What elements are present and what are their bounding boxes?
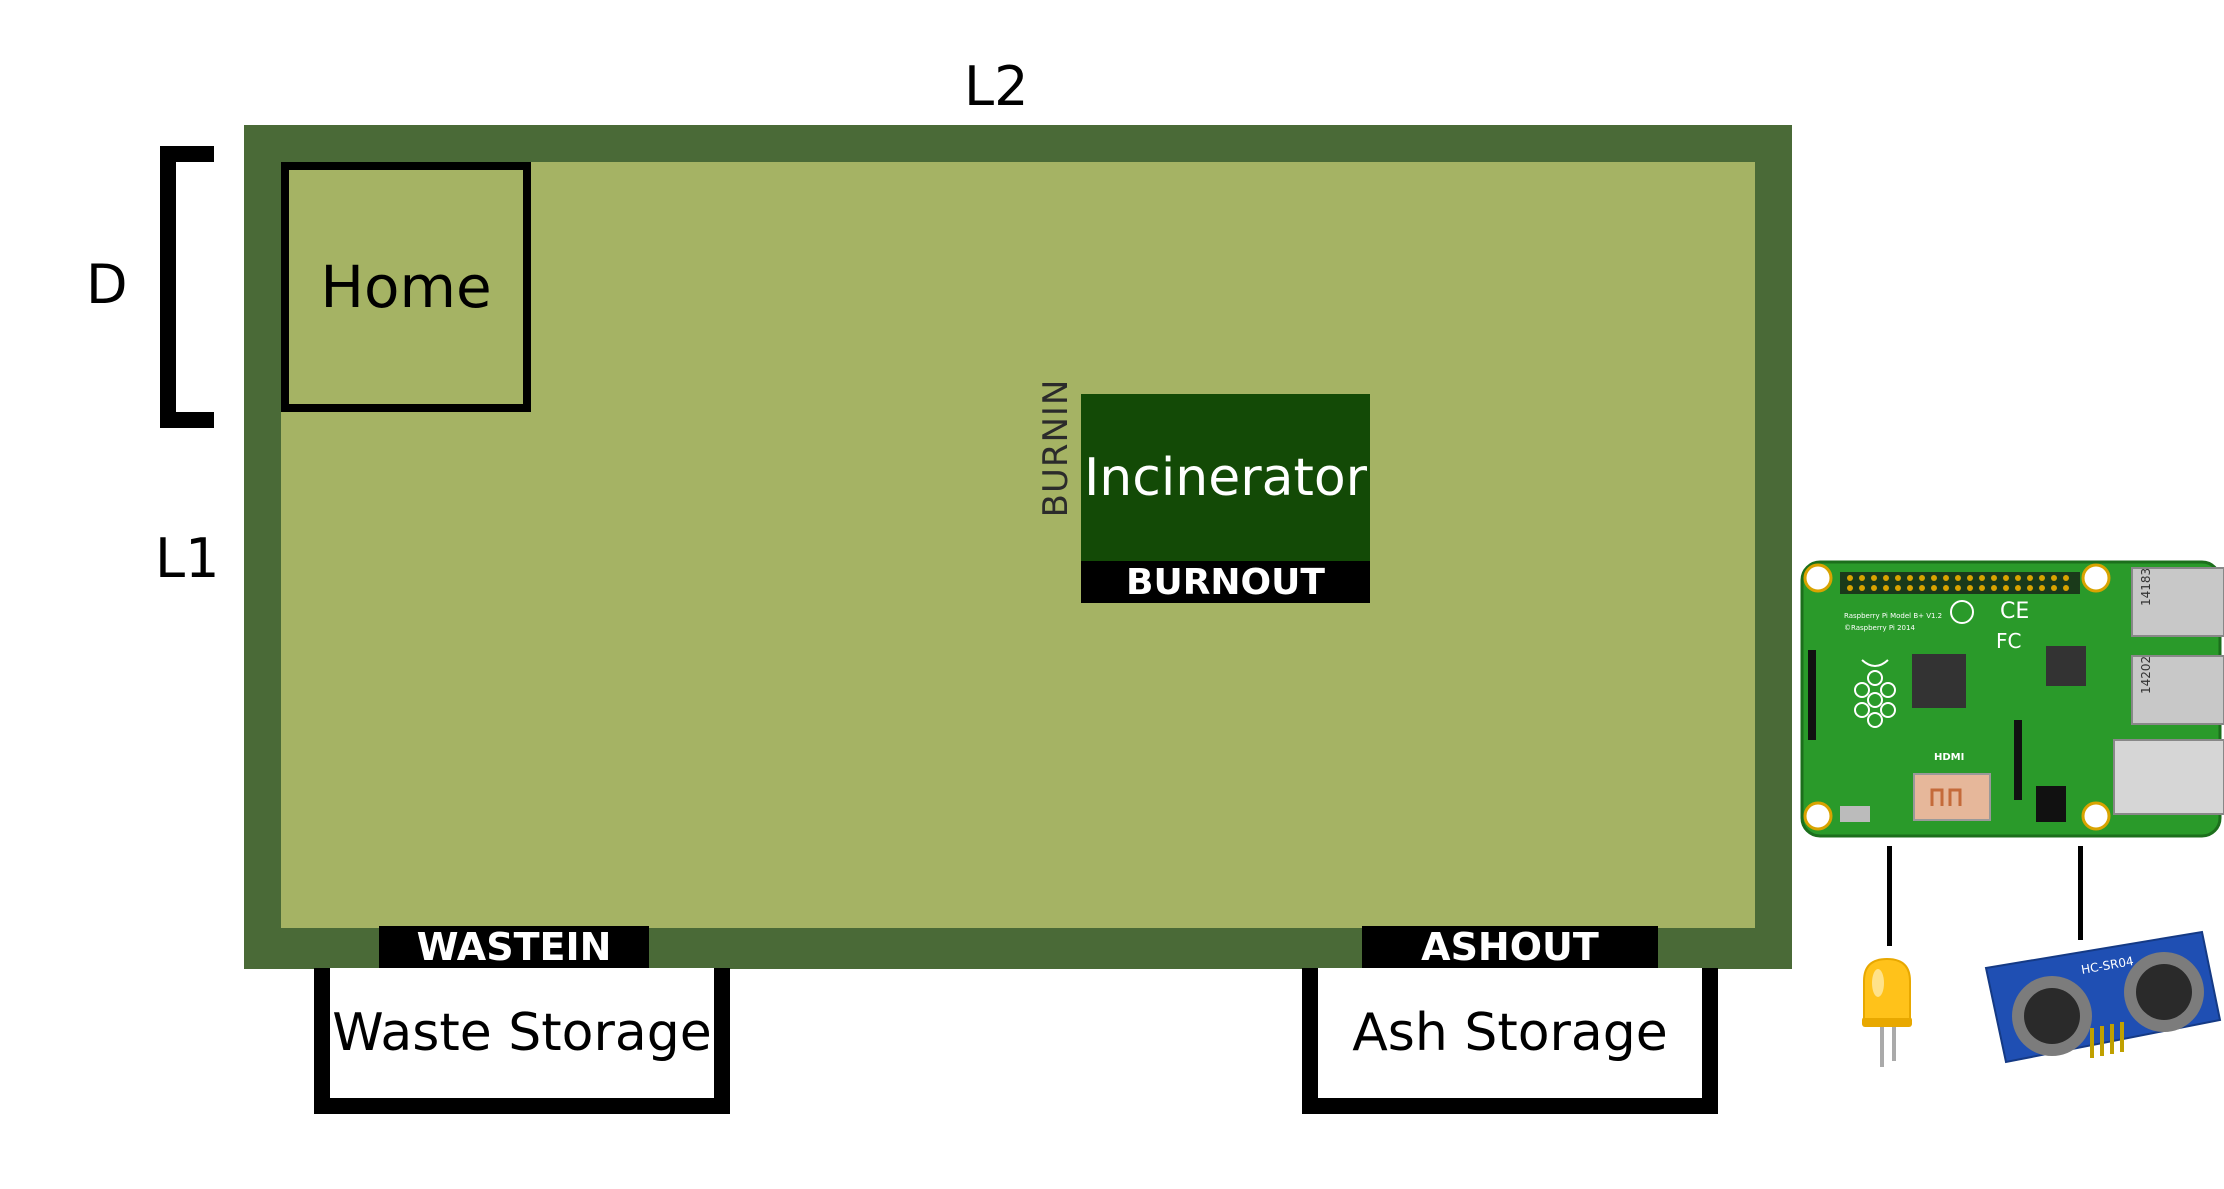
waste-storage-label: Waste Storage (332, 1003, 712, 1063)
burnout-port: BURNOUT (1081, 561, 1370, 603)
board-copyright-text: ©Raspberry Pi 2014 (1844, 624, 1915, 632)
wastein-port: WASTEIN (379, 925, 649, 969)
raspberry-pi-board: Raspberry Pi Model B+ V1.2 ©Raspberry Pi… (1800, 560, 2224, 838)
led-wire (1887, 846, 1892, 946)
usb-bottom-text: 14202 (2139, 656, 2153, 694)
ashout-port: ASHOUT (1362, 925, 1658, 969)
dimension-bracket-d (160, 146, 214, 428)
waste-storage-bin: Waste Storage (314, 968, 730, 1114)
incinerator-zone: Incinerator (1081, 394, 1370, 561)
burnout-label: BURNOUT (1126, 561, 1325, 603)
home-label: Home (320, 253, 492, 321)
hdmi-text: HDMI (1934, 752, 1964, 763)
dimension-label-d: D (86, 253, 128, 316)
svg-text:CE: CE (2000, 599, 2029, 624)
led-icon (1862, 957, 1912, 1067)
board-model-text: Raspberry Pi Model B+ V1.2 (1844, 612, 1942, 620)
ultrasonic-wire (2078, 846, 2083, 940)
raspberry-logo-icon (1854, 659, 1896, 728)
ultrasonic-sensor-icon: HC-SR04 (1984, 930, 2222, 1064)
home-zone: Home (281, 162, 531, 412)
ashout-label: ASHOUT (1421, 925, 1599, 969)
burnin-label: BURNIN (1036, 378, 1076, 518)
dimension-label-l2: L2 (964, 55, 1029, 118)
wastein-label: WASTEIN (416, 925, 612, 969)
ash-storage-bin: Ash Storage (1302, 968, 1718, 1114)
dimension-label-l1: L1 (155, 527, 220, 590)
incinerator-label: Incinerator (1083, 447, 1368, 508)
svg-text:FC: FC (1996, 629, 2021, 653)
usb-top-text: 14183 (2139, 568, 2153, 606)
ash-storage-label: Ash Storage (1352, 1003, 1668, 1063)
